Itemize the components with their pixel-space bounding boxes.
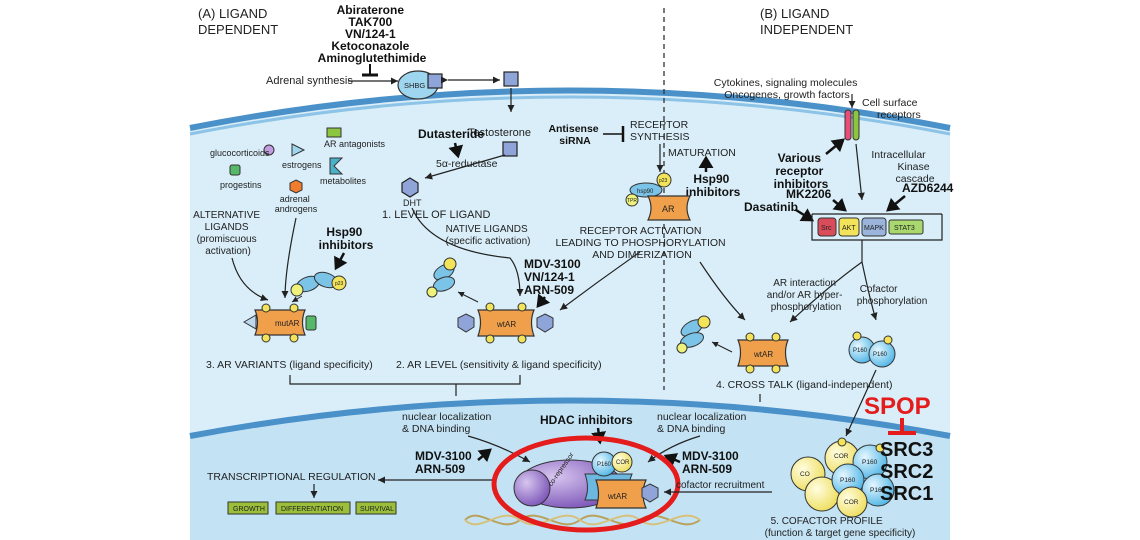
free-testosterone-square <box>503 71 519 87</box>
svg-text:P160: P160 <box>840 477 856 484</box>
outcome-growth: GROWTH <box>233 506 265 513</box>
svg-text:P160: P160 <box>597 462 612 468</box>
cross-talk-label: 4. CROSS TALK (ligand-independent) <box>716 379 892 391</box>
svg-text:CO: CO <box>800 471 810 478</box>
svg-text:MAPK: MAPK <box>864 225 884 232</box>
svg-text:P160: P160 <box>870 487 886 494</box>
svg-text:mutAR: mutAR <box>275 319 300 328</box>
maturation-label: MATURATION <box>668 147 736 159</box>
ar-level-label: 2. AR LEVEL (sensitivity & ligand specif… <box>396 359 602 371</box>
p160-pair: P160 P160 <box>848 331 896 368</box>
level-of-ligand-label: 1. LEVEL OF LIGAND <box>382 209 490 221</box>
svg-text:STAT3: STAT3 <box>894 225 915 232</box>
dht-label: DHT <box>403 198 422 208</box>
stat3-kinase <box>888 219 924 235</box>
src-kinase <box>817 217 837 237</box>
cell-surface-receptor <box>844 109 860 141</box>
cytokines-label: Cytokines, signaling molecules Oncogenes… <box>714 77 861 101</box>
testosterone-square <box>502 141 518 157</box>
header-ligand-independent: (B) LIGAND INDEPENDENT <box>760 6 853 37</box>
svg-text:TPR: TPR <box>627 198 637 204</box>
various-inhibitors-label: Various receptor inhibitors <box>774 151 829 191</box>
svg-text:P160: P160 <box>853 348 868 354</box>
ar-interaction-label: AR interaction and/or AR hyper- phosphor… <box>767 278 845 313</box>
outcome-survival: SURVIVAL <box>360 506 394 513</box>
nuclear-localization-right-label: nuclear localization & DNA binding <box>657 411 749 435</box>
native-ligands-label: NATIVE LIGANDS (specific activation) <box>445 224 530 247</box>
spop-label: SPOP <box>864 393 931 420</box>
svg-text:progestins: progestins <box>220 180 262 190</box>
alternative-ligands-label: ALTERNATIVE LIGANDS (promiscuous activat… <box>193 210 263 257</box>
cofactor-profile-label: 5. COFACTOR PROFILE (function & target g… <box>765 516 916 539</box>
mutar-dimer: mutAR <box>243 303 317 343</box>
svg-text:estrogens: estrogens <box>282 160 322 170</box>
cofactor-recruitment-label: cofactor recruitment <box>676 480 765 491</box>
svg-text:metabolites: metabolites <box>320 176 367 186</box>
dasatinib-label: Dasatinib <box>744 200 798 214</box>
svg-text:SHBG: SHBG <box>404 81 425 90</box>
hsp90-inhibitors-left-label: Hsp90 inhibitors <box>319 225 374 252</box>
mdv-right-label: MDV-3100 ARN-509 <box>682 449 742 476</box>
nuclear-localization-left-label: nuclear localization & DNA binding <box>402 411 494 435</box>
dutasteride-label: Dutasteride <box>418 127 484 141</box>
svg-text:Src: Src <box>821 225 832 232</box>
hsp90-inhibitors-mid-label: Hsp90 inhibitors <box>686 172 741 199</box>
svg-text:p23: p23 <box>659 178 668 184</box>
kinase-cascade: Src AKT MAPK STAT3 <box>811 213 943 241</box>
cell-surface-label: Cell surface receptors <box>862 97 921 121</box>
ar-hsp90-complex: hsp90 p23 TPR AR <box>625 172 691 221</box>
hdac-inhibitors-label: HDAC inhibitors <box>540 413 633 427</box>
ligand-legend: glucocorticoids AR antagonists estrogens… <box>210 127 386 214</box>
mk2206-label: MK2206 <box>786 187 832 201</box>
svg-text:hsp90: hsp90 <box>637 189 654 195</box>
svg-text:COR: COR <box>834 453 849 460</box>
svg-text:AR: AR <box>662 204 675 214</box>
transcription-complex: co-repressor P160 COR wtAR <box>513 451 659 509</box>
receptor-activation-label: RECEPTOR ACTIVATION LEADING TO PHOSPHORY… <box>555 225 728 261</box>
hsp90-complex-left: p23 <box>290 271 347 297</box>
mdv-left-label: MDV-3100 ARN-509 <box>415 449 475 476</box>
svg-text:P160: P160 <box>862 459 878 466</box>
svg-text:wtAR: wtAR <box>753 350 773 359</box>
wtar-dimer-native: wtAR <box>457 302 554 344</box>
nuclear-membrane <box>189 397 951 439</box>
svg-text:AKT: AKT <box>842 225 856 232</box>
svg-text:P160: P160 <box>873 352 888 358</box>
akt-kinase <box>838 217 860 237</box>
svg-text:wtAR: wtAR <box>496 320 516 329</box>
outcome-boxes: GROWTH DIFFERENTIATION SURVIVAL <box>227 501 397 515</box>
wtar-dimer-crosstalk: wtAR <box>737 332 789 374</box>
svg-text:COR: COR <box>616 460 630 466</box>
cofactor-cluster: CO COR P160 P160 P160 COR <box>790 437 895 518</box>
src-cofactor-list: SRC3 SRC2 SRC1 <box>880 439 939 505</box>
svg-text:p23: p23 <box>335 281 344 287</box>
ar-variants-label: 3. AR VARIANTS (ligand specificity) <box>206 359 373 371</box>
adrenal-synthesis-label: Adrenal synthesis <box>266 75 353 87</box>
svg-text:adrenal androgens: adrenal androgens <box>275 194 318 214</box>
svg-text:COR: COR <box>844 499 859 506</box>
mapk-kinase <box>861 217 887 237</box>
dht-hexagon <box>401 177 419 198</box>
svg-text:wtAR: wtAR <box>607 492 627 501</box>
antisense-sirna-label: Antisense siRNA <box>548 123 601 147</box>
outcome-differentiation: DIFFERENTIATION <box>281 506 343 513</box>
svg-text:glucocorticoids: glucocorticoids <box>210 148 270 158</box>
azd6244-label: AZD6244 <box>902 181 954 195</box>
mdv-mid-label: MDV-3100 VN/124-1 ARN-509 <box>524 257 584 297</box>
plasma-membrane <box>189 87 951 131</box>
highlight-red-ellipse <box>491 435 681 533</box>
receptor-synthesis-label: RECEPTOR SYNTHESIS <box>630 119 691 143</box>
header-ligand-dependent: (A) LIGAND DEPENDENT <box>198 6 278 37</box>
hsp90-complex-native <box>426 257 457 298</box>
shbg-protein: SHBG <box>397 70 443 100</box>
cofactor-phosphorylation-label: Cofactor phosphorylation <box>857 284 928 307</box>
svg-text:AR antagonists: AR antagonists <box>324 139 386 149</box>
adrenal-inhibitor-list: Abiraterone TAK700 VN/124-1 Ketoconazole… <box>318 3 427 65</box>
intracellular-kinase-label: Intracellular Kinase cascade <box>871 149 934 185</box>
testosterone-label: Testosterone <box>468 127 531 139</box>
transcriptional-regulation-label: TRANSCRIPTIONAL REGULATION <box>207 471 376 483</box>
hsp90-complex-right <box>676 315 711 354</box>
